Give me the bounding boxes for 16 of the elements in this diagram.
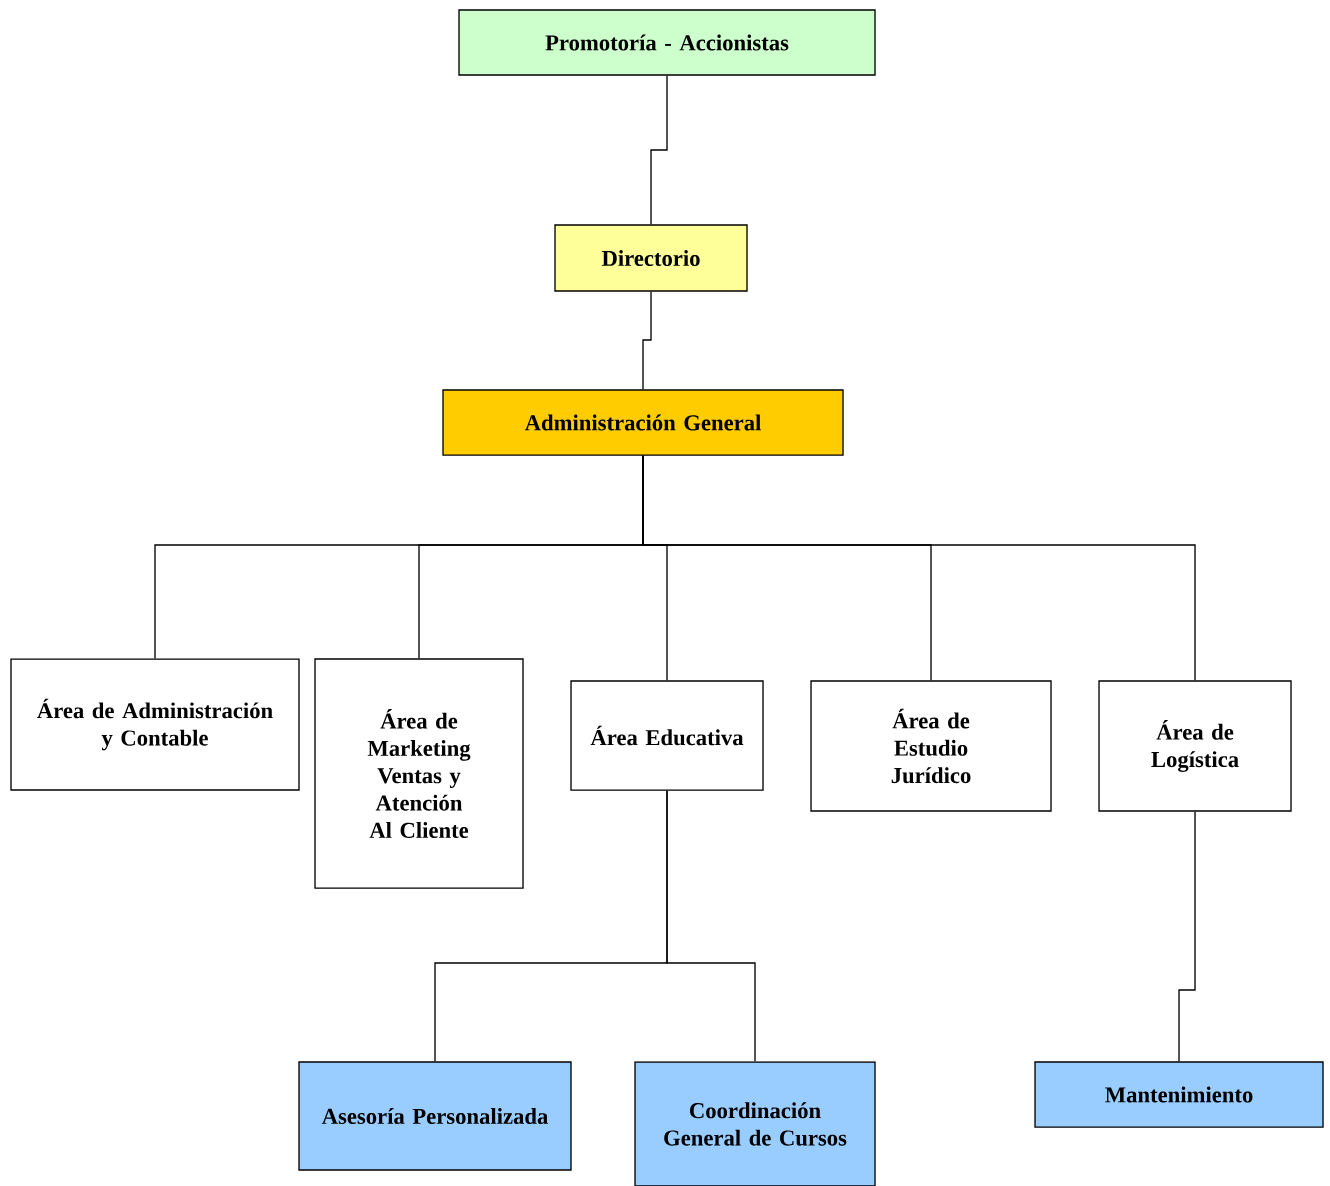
connector-line (650, 75, 668, 225)
org-box: Área de Logística (1098, 680, 1292, 812)
org-box: Área de Administración y Contable (10, 658, 300, 791)
org-box: Coordinación General de Cursos (634, 1061, 876, 1186)
org-box: Promotoría - Accionistas (458, 9, 876, 76)
org-box: Asesoría Personalizada (298, 1061, 572, 1171)
connector-line (1178, 811, 1196, 1062)
org-box: Área de Marketing Ventas y Atención Al Cliente (314, 658, 524, 889)
org-box: Área Educativa (570, 680, 764, 791)
org-box: Mantenimiento (1034, 1061, 1324, 1128)
org-box: Directorio (554, 224, 748, 292)
org-box: Administración General (442, 389, 844, 456)
connector-line (666, 790, 756, 1062)
org-box: Área de Estudio Jurídico (810, 680, 1052, 812)
connector-line (642, 455, 1196, 681)
connector-line (642, 291, 652, 390)
